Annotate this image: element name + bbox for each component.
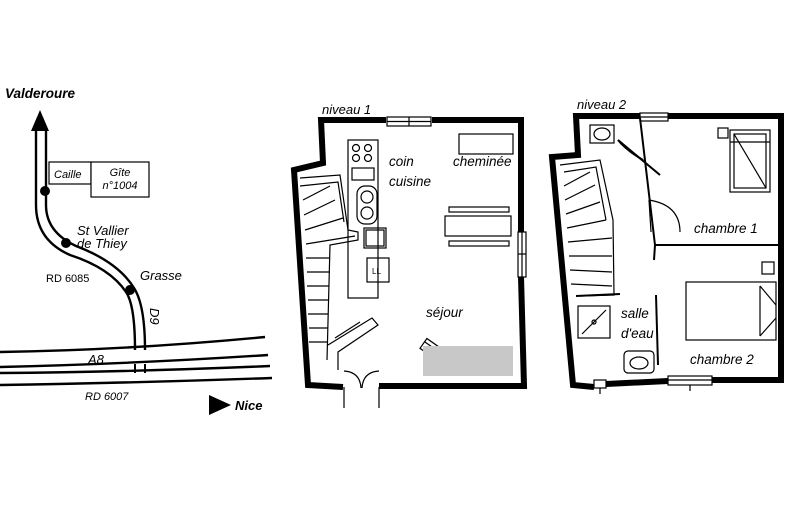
level-2-staircase bbox=[559, 159, 615, 297]
d9-label: D9 bbox=[147, 308, 162, 325]
bathroom-label-2: d'eau bbox=[621, 326, 654, 341]
shower bbox=[577, 305, 611, 339]
level-2-title: niveau 2 bbox=[577, 97, 627, 112]
caille-label: Caille bbox=[54, 169, 82, 181]
fireplace bbox=[458, 133, 514, 155]
kitchen-label-1: coin bbox=[389, 154, 414, 169]
bedside-table-2 bbox=[761, 261, 775, 275]
village-label-2: de Thiey bbox=[77, 236, 128, 251]
level-2-bottom-window-1 bbox=[593, 379, 607, 389]
kitchen-sink bbox=[356, 185, 378, 225]
bed-2 bbox=[685, 281, 777, 341]
svg-text:LL: LL bbox=[372, 267, 381, 276]
gite-number-label: n°1004 bbox=[103, 180, 138, 192]
a8-label: A8 bbox=[87, 352, 105, 367]
road-rd6007 bbox=[0, 364, 271, 375]
kitchen-label-2: cuisine bbox=[389, 174, 431, 189]
toilet bbox=[589, 124, 615, 144]
level-1-walls bbox=[290, 117, 386, 390]
village-label-1: St Vallier bbox=[77, 223, 129, 238]
level-2-walls bbox=[548, 113, 640, 390]
rd6085-label: RD 6085 bbox=[46, 273, 89, 285]
nice-label: Nice bbox=[235, 398, 262, 413]
gite-location-dot bbox=[40, 186, 50, 196]
grasse-label: Grasse bbox=[140, 268, 182, 283]
level-1-title: niveau 1 bbox=[322, 102, 371, 117]
level-1-staircase bbox=[299, 174, 379, 370]
entrance-double-door bbox=[343, 370, 380, 408]
fridge bbox=[363, 227, 387, 249]
road-valderoure bbox=[34, 131, 137, 351]
gite-label: Gîte bbox=[110, 167, 131, 179]
kitchen-counter: LL bbox=[347, 139, 390, 299]
sofa bbox=[423, 346, 513, 376]
north-town-label: Valderoure bbox=[5, 86, 76, 101]
washbasin bbox=[623, 350, 655, 374]
access-map: Valderoure Caille Gîte n°1004 St Vallier… bbox=[0, 86, 273, 415]
bed-1 bbox=[729, 129, 771, 193]
grasse-dot bbox=[125, 285, 135, 295]
living-label: séjour bbox=[426, 305, 463, 320]
st-vallier-dot bbox=[61, 238, 71, 248]
dining-table bbox=[444, 206, 512, 247]
rd6007-label: RD 6007 bbox=[85, 391, 129, 403]
road-a8 bbox=[0, 335, 266, 354]
bedroom-2-label: chambre 2 bbox=[690, 352, 754, 367]
level-2-plan: niveau 2 bbox=[548, 97, 784, 394]
bedside-table-1 bbox=[717, 127, 729, 139]
bedroom-1-label: chambre 1 bbox=[694, 221, 758, 236]
gite-box bbox=[90, 161, 150, 198]
dishwasher bbox=[366, 257, 390, 283]
level-1-plan: niveau 1 bbox=[290, 102, 528, 408]
bedroom-1-door bbox=[648, 199, 681, 233]
bathroom-label-1: salle bbox=[621, 306, 649, 321]
fireplace-label: cheminée bbox=[453, 154, 512, 169]
nice-arrow-icon bbox=[209, 395, 231, 415]
north-arrow-icon bbox=[31, 110, 49, 131]
